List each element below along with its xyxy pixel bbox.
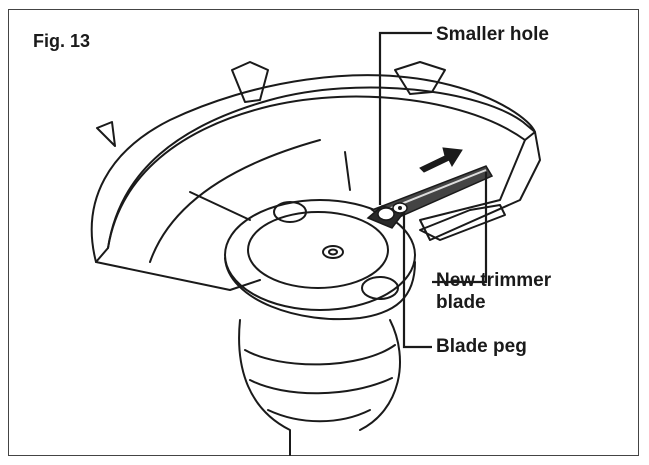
callout-new-trimmer-blade-line1: New trimmer [436,270,552,291]
trimmer-shaft-right [359,319,401,431]
spool-disc-outer [224,199,416,311]
spoke-top [344,151,351,191]
trimmer-shaft-rim [244,344,396,366]
guard-lower-edge [95,261,261,291]
callout-smaller-hole: Smaller hole [436,24,549,45]
leader-new-trimmer-blade [432,172,488,284]
spool-hub [322,245,344,259]
trimmer-shaft-lower [267,409,371,423]
guard-floor-line [149,139,321,263]
insert-direction-arrow [419,147,463,173]
figure-number: Fig. 13 [33,31,91,51]
figure-frame [8,9,639,456]
spool-hole-right [361,276,399,300]
rim-fin-2 [231,61,269,103]
spool-disc-inner [247,211,389,289]
new-trimmer-blade-shape [366,165,494,229]
callout-blade-peg: Blade peg [436,336,527,357]
rim-fin-1 [96,121,116,147]
leader-smaller-hole [378,31,432,205]
rim-fin-3 [394,61,446,95]
leader-blade-peg [402,212,432,349]
spool-side-wall [224,257,416,321]
guard-outer-rim [90,74,536,263]
spool-hole-left [273,201,307,223]
blade-slot [419,204,506,241]
spool-hub-center [328,248,338,256]
guard-right-extension [419,131,541,241]
guard-inner-wall [107,95,526,249]
callout-new-trimmer-blade: New trimmer blade [436,270,551,314]
spoke-left [189,191,251,221]
callout-new-trimmer-blade-line2: blade [436,292,486,313]
trimmer-shaft-band [249,377,393,395]
trimmer-shaft-left [238,319,291,456]
